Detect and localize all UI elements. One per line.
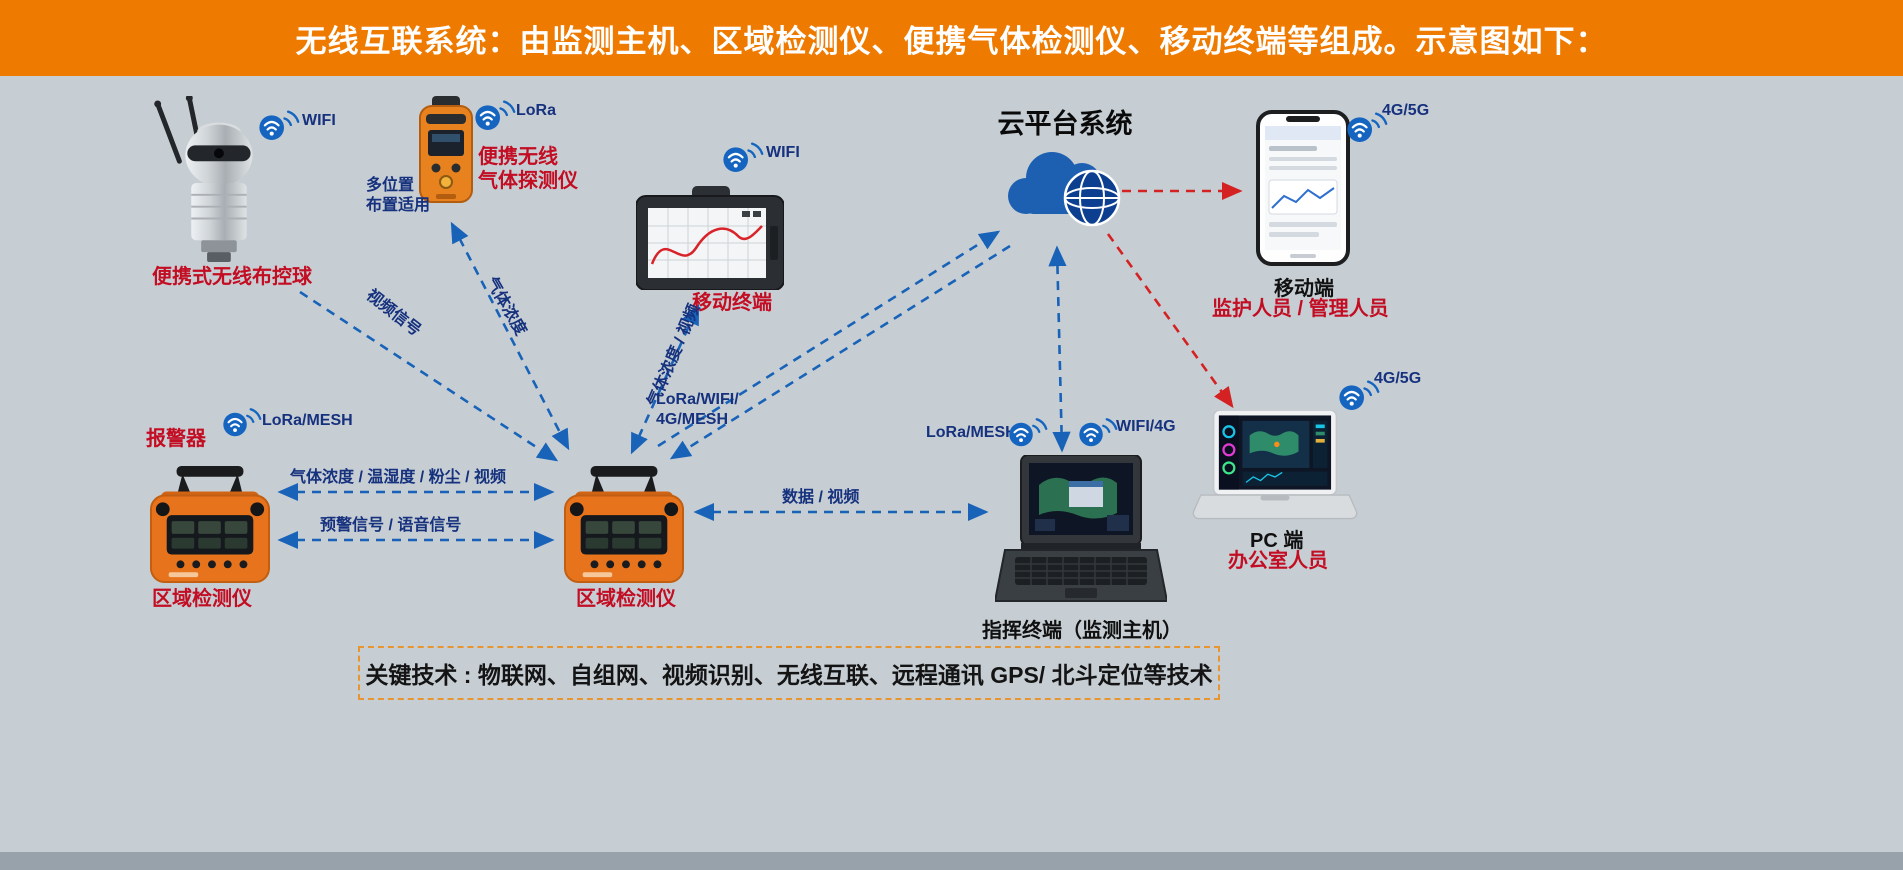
cloud-platform-icon [1000, 136, 1128, 236]
title-bar: 无线互联系统：由监测主机、区域检测仪、便携气体检测仪、移动终端等组成。示意图如下… [0, 0, 1903, 76]
command-terminal-illustration [995, 455, 1167, 607]
arrow-command-to-cloud [1048, 245, 1071, 453]
command-terminal-label: 指挥终端（监测主机） [982, 620, 1182, 642]
gas-detector-label-line1: 便携无线 [478, 146, 558, 168]
lora-wifi-label-line2: 4G/MESH [656, 411, 729, 428]
lora-icon [474, 96, 516, 132]
area-detector-left-illustration [146, 464, 274, 586]
area-detector-center-illustration [560, 464, 688, 586]
pc-client-roles: 办公室人员 [1228, 550, 1328, 572]
key-technology-text: 关键技术 : 物联网、自组网、视频识别、无线互联、远程通讯 GPS/ 北斗定位等… [365, 662, 1213, 688]
pc-signal-label: 4G/5G [1374, 370, 1422, 387]
gas-signal-label: LoRa [516, 102, 556, 119]
wifi-4g-icon [1078, 414, 1118, 448]
mobile-terminal-illustration [636, 186, 784, 290]
bottom-strip [0, 852, 1903, 870]
area-detector-center-label: 区域检测仪 [576, 588, 676, 610]
phone-signal-label: 4G/5G [1382, 102, 1430, 119]
command-signal-right-label: WIFI/4G [1116, 418, 1176, 435]
key-technology-box: 关键技术 : 物联网、自组网、视频识别、无线互联、远程通讯 GPS/ 北斗定位等… [358, 646, 1220, 700]
gas-detector-note-line1: 多位置 [366, 177, 415, 194]
gas-concentration-label: 气体浓度 [482, 274, 530, 339]
command-signal-left-label: LoRa/MESH [926, 424, 1017, 441]
lora-mesh-icon [222, 404, 262, 438]
mobile-terminal-label: 移动终端 [692, 292, 772, 314]
pc-client-label: PC 端 [1250, 530, 1304, 552]
area-detector-left-label: 区域检测仪 [152, 588, 252, 610]
gas-detector-label-line2: 气体探测仪 [478, 170, 578, 192]
alarm-label: 报警器 [146, 428, 206, 450]
lora-wifi-label-line1: LoRa/WIFI/ [656, 391, 739, 408]
gas-detector-note-line2: 布置适用 [366, 197, 431, 214]
warning-signal-label: 预警信号 / 语音信号 [320, 517, 462, 534]
tablet-signal-label: WIFI [766, 144, 800, 161]
mobile-client-roles: 监护人员 / 管理人员 [1212, 298, 1389, 320]
page-title: 无线互联系统：由监测主机、区域检测仪、便携气体检测仪、移动终端等组成。示意图如下… [295, 23, 1608, 59]
lora-mesh-icon [1008, 414, 1048, 448]
wifi-icon [258, 106, 300, 142]
mobile-client-label: 移动端 [1274, 278, 1334, 300]
mobile-client-illustration [1256, 110, 1350, 266]
video-signal-label: 视频信号 [362, 286, 424, 340]
pc-client-illustration [1190, 410, 1360, 524]
alarm-signal-label: LoRa/MESH [262, 412, 353, 429]
ball-camera-label: 便携式无线布控球 [152, 266, 312, 288]
wifi-icon [722, 138, 764, 174]
sensor-data-label: 气体浓度 / 温湿度 / 粉尘 / 视频 [290, 469, 507, 486]
cloud-platform-title: 云平台系统 [997, 109, 1133, 139]
data-video-label: 数据 / 视频 [782, 489, 860, 506]
ball-signal-label: WIFI [302, 112, 336, 129]
